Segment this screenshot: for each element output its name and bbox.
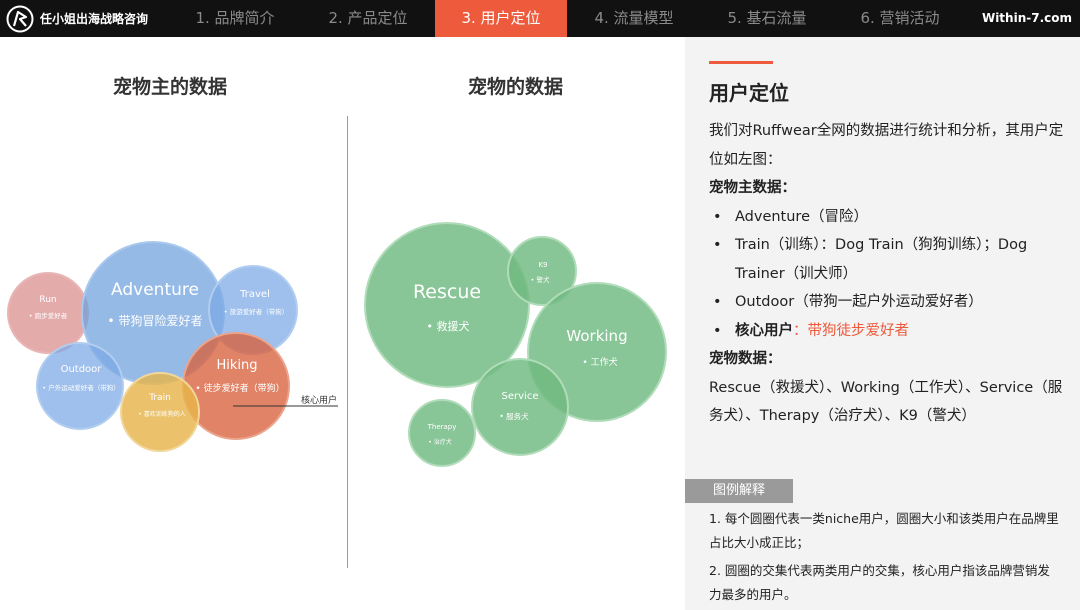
therapy-title: Therapy bbox=[427, 423, 457, 431]
train-sub: • 喜欢训练狗的人 bbox=[138, 410, 185, 418]
rescue-sub: • 救援犬 bbox=[427, 319, 470, 333]
brand-name: 任小姐出海战略咨询 bbox=[40, 12, 149, 26]
circle-therapy bbox=[408, 399, 476, 467]
list-item: Outdoor（带狗一起户外运动爱好者） bbox=[709, 288, 1069, 317]
owners-venn: Run • 跑步爱好者 Adventure • 带狗冒险爱好者 Travel •… bbox=[7, 241, 338, 452]
top-nav-bar: 任小姐出海战略咨询 1. 品牌简介 2. 产品定位 3. 用户定位 4. 流量模… bbox=[0, 0, 1080, 37]
legend-tag: 图例解释 bbox=[685, 479, 793, 503]
tab-base-traffic[interactable]: 5. 基石流量 bbox=[727, 9, 807, 27]
tab-traffic-model[interactable]: 4. 流量模型 bbox=[594, 9, 674, 27]
travel-title: Travel bbox=[239, 289, 270, 300]
panel-divider bbox=[347, 116, 348, 568]
tab-user-positioning[interactable]: 3. 用户定位 bbox=[435, 0, 567, 37]
legend-item-1: 1. 每个圆圈代表一类niche用户，圆圈大小和该类用户在品牌里占比大小成正比； bbox=[709, 511, 1059, 550]
pets-data-heading: 宠物数据： bbox=[709, 351, 782, 367]
legend-explanation: 1. 每个圆圈代表一类niche用户，圆圈大小和该类用户在品牌里占比大小成正比；… bbox=[709, 507, 1059, 607]
outdoor-sub: • 户外运动爱好者（带狗） bbox=[42, 383, 119, 392]
train-title: Train bbox=[148, 393, 171, 403]
list-item-core-user: 核心用户：带狗徒步爱好者 bbox=[709, 317, 1069, 346]
list-item: Adventure（冒险） bbox=[709, 203, 1069, 232]
circle-outdoor bbox=[36, 342, 124, 430]
info-heading: 用户定位 bbox=[709, 81, 789, 105]
working-sub: • 工作犬 bbox=[582, 356, 617, 368]
adventure-sub: • 带狗冒险爱好者 bbox=[108, 313, 203, 328]
core-user-key: 核心用户 bbox=[735, 322, 793, 339]
run-title: Run bbox=[39, 295, 56, 305]
brand[interactable]: 任小姐出海战略咨询 bbox=[6, 4, 148, 33]
info-intro: 我们对Ruffwear全网的数据进行统计和分析，其用户定位如左图： bbox=[709, 123, 1064, 168]
owners-data-list: Adventure（冒险） Train（训练）：Dog Train（狗狗训练）；… bbox=[709, 203, 1069, 346]
pets-panel-title: 宠物的数据 bbox=[468, 76, 564, 98]
site-url[interactable]: Within-7.com bbox=[981, 11, 1072, 25]
accent-bar bbox=[709, 61, 773, 64]
travel-sub: • 旅游爱好者（带狗） bbox=[224, 307, 288, 316]
rescue-title: Rescue bbox=[413, 281, 481, 303]
pets-data-text: Rescue（救援犬）、Working（工作犬）、Service（服务犬）、Th… bbox=[709, 379, 1063, 425]
circle-service bbox=[471, 358, 569, 456]
therapy-sub: • 治疗犬 bbox=[428, 438, 451, 446]
k9-sub: • 警犬 bbox=[531, 275, 550, 284]
owners-panel-title: 宠物主的数据 bbox=[113, 76, 228, 98]
pets-venn: Rescue • 救援犬 K9 • 警犬 Working • 工作犬 Servi… bbox=[364, 222, 667, 467]
service-title: Service bbox=[502, 391, 539, 402]
info-panel: 用户定位 我们对Ruffwear全网的数据进行统计和分析，其用户定位如左图： 宠… bbox=[685, 37, 1080, 610]
k9-title: K9 bbox=[538, 261, 547, 269]
hiking-title: Hiking bbox=[216, 358, 257, 373]
service-sub: • 服务犬 bbox=[499, 411, 529, 421]
venn-diagrams: Run • 跑步爱好者 Adventure • 带狗冒险爱好者 Travel •… bbox=[7, 222, 667, 467]
owners-data-heading: 宠物主数据： bbox=[709, 180, 796, 196]
hiking-sub: • 徒步爱好者（带狗） bbox=[195, 382, 284, 394]
list-item: Train（训练）：Dog Train（狗狗训练）；Dog Trainer（训犬… bbox=[709, 231, 1069, 288]
legend-item-2: 2. 圆圈的交集代表两类用户的交集，核心用户指该品牌营销发力最多的用户。 bbox=[709, 563, 1050, 602]
working-title: Working bbox=[566, 327, 627, 345]
core-user-value: ：带狗徒步爱好者 bbox=[793, 322, 909, 339]
info-body: 我们对Ruffwear全网的数据进行统计和分析，其用户定位如左图： 宠物主数据：… bbox=[709, 117, 1069, 431]
tab-brand-intro[interactable]: 1. 品牌简介 bbox=[195, 9, 275, 27]
tab-product-positioning[interactable]: 2. 产品定位 bbox=[328, 9, 408, 27]
run-sub: • 跑步爱好者 bbox=[29, 311, 68, 320]
adventure-title: Adventure bbox=[111, 280, 199, 300]
brand-logo-icon bbox=[6, 5, 34, 32]
circle-train bbox=[120, 372, 200, 452]
core-user-label: 核心用户 bbox=[301, 394, 337, 406]
circle-k9 bbox=[507, 236, 577, 306]
outdoor-title: Outdoor bbox=[61, 364, 103, 375]
circle-rescue bbox=[364, 222, 530, 388]
tab-marketing[interactable]: 6. 营销活动 bbox=[860, 9, 940, 27]
